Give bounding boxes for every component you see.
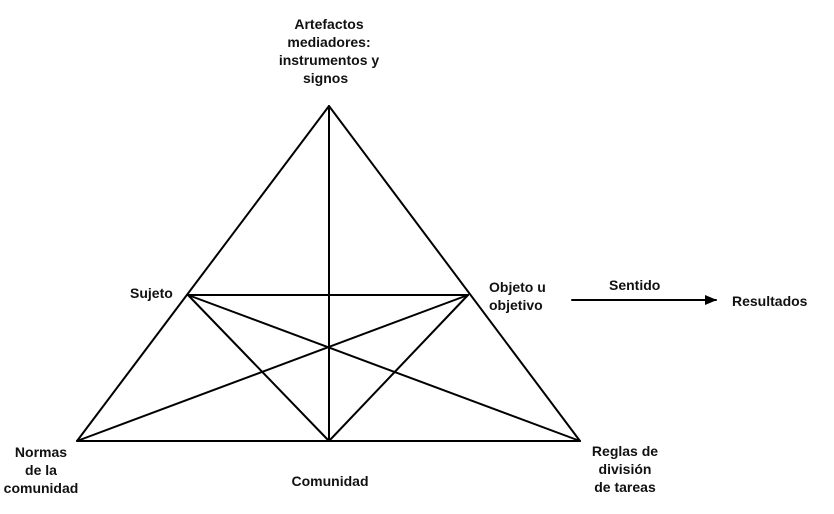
edge-sujeto-to-comunidad xyxy=(187,294,330,442)
label-sentido: Sentido xyxy=(609,277,661,293)
label-artefactos: Artefactos mediadores: instrumentos y si… xyxy=(278,16,380,86)
edge-sujeto-to-reglas xyxy=(187,294,581,442)
label-sujeto: Sujeto xyxy=(130,285,173,301)
label-objeto: Objeto u objetivo xyxy=(489,279,546,313)
label-normas: Normas de la comunidad xyxy=(3,444,79,496)
edge-apex-to-reglas xyxy=(328,105,581,442)
edge-objeto-to-normas xyxy=(76,294,469,442)
label-comunidad: Comunidad xyxy=(291,473,369,489)
label-reglas: Reglas de división de tareas xyxy=(591,443,659,495)
edge-apex-to-normas xyxy=(76,105,330,442)
label-resultados: Resultados xyxy=(732,293,808,309)
edge-objeto-to-comunidad xyxy=(328,294,469,442)
